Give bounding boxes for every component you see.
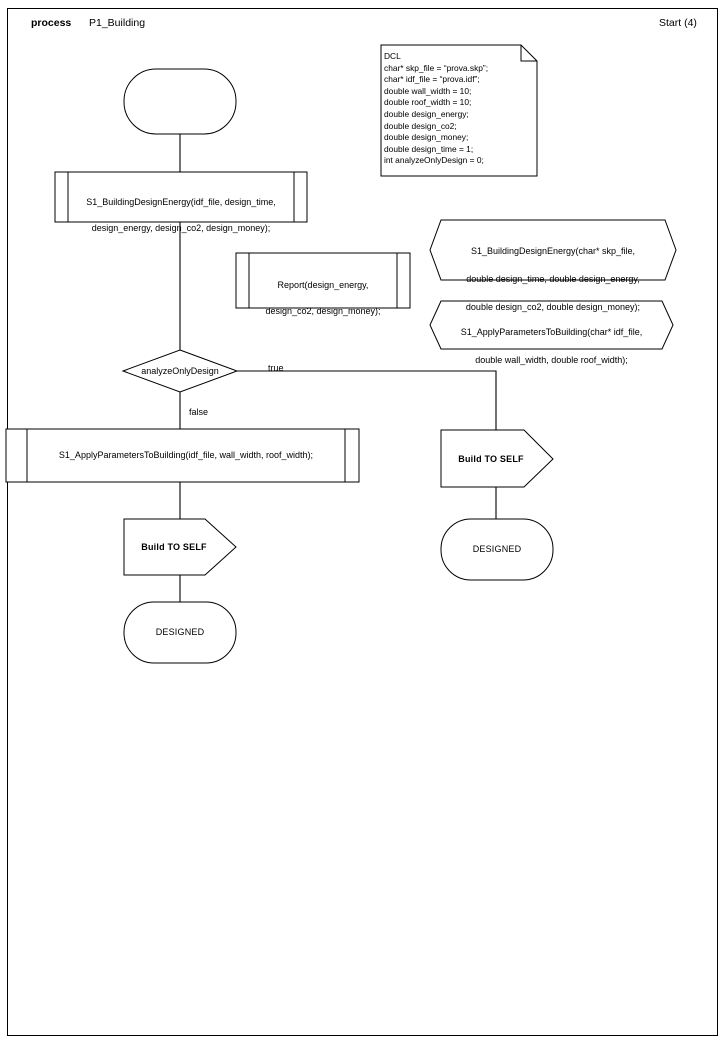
edge-decision-true-to-buildself [237,370,497,430]
dcl-note-text: DCL char* skp_file = “prova.skp”; char* … [384,51,489,166]
edge-label-true: true [268,363,284,373]
header-process-keyword: process [31,17,72,29]
connector-lines [179,134,497,602]
designed-true-shape [440,518,554,581]
build-to-self-true-shape [440,429,554,488]
call-building-design-energy-shape [54,171,308,223]
edge-label-false: false [189,407,209,417]
annotation-building-design-energy-shape [429,219,677,281]
call-report-shape [235,252,411,309]
header-process-name: P1_Building [89,17,146,29]
start-terminal-shape [123,68,237,135]
header-start-label: Start (4) [659,17,697,29]
decision-analyze-only-shape [121,349,239,393]
dcl-note-shape [380,44,538,177]
build-to-self-false-shape [123,518,237,576]
designed-false-shape [123,601,237,664]
call-apply-parameters-shape [5,428,360,483]
annotation-apply-parameters-shape [429,300,674,350]
